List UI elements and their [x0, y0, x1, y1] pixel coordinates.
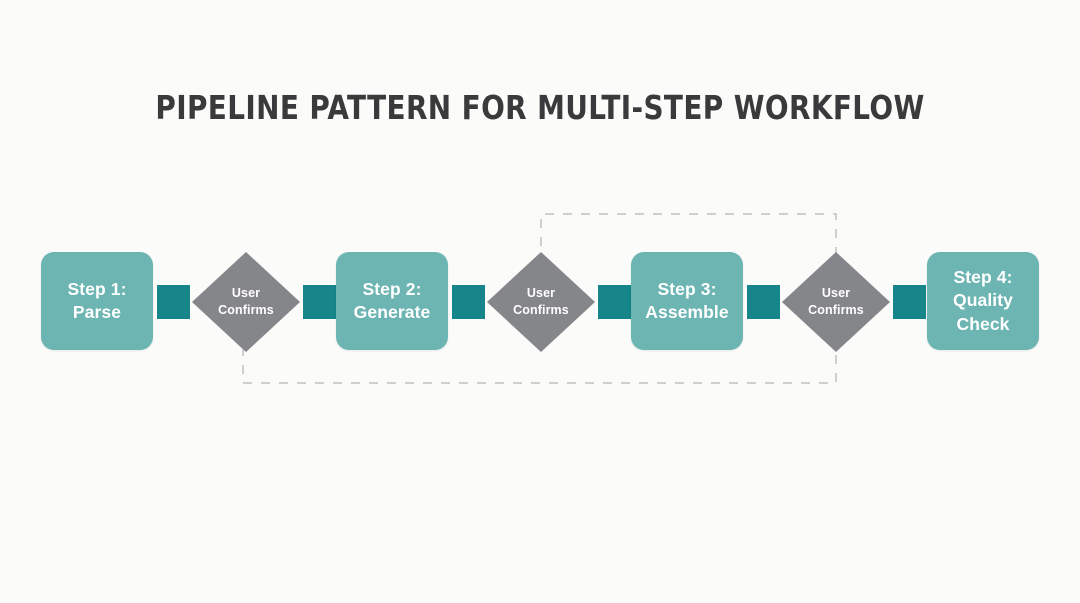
node-step-4[interactable]: Step 4: Quality Check	[927, 252, 1039, 350]
node-step-4-label: Step 4: Quality Check	[952, 267, 1014, 334]
node-step-3-label: Step 3: Assemble	[645, 278, 729, 322]
arrow-right-icon-5	[747, 285, 780, 319]
arrow-right-icon-2	[303, 285, 336, 319]
node-step-2-label: Step 2: Generate	[353, 278, 431, 322]
arrow-right-glyph	[452, 285, 485, 319]
arrow-right-icon-1	[157, 285, 190, 319]
node-confirm-2[interactable]: User Confirms	[487, 252, 595, 352]
node-step-1[interactable]: Step 1: Parse	[41, 252, 153, 350]
node-confirm-2-label: User Confirms	[513, 286, 569, 317]
node-step-1-label: Step 1: Parse	[67, 278, 127, 322]
node-confirm-3[interactable]: User Confirms	[782, 252, 890, 352]
arrow-right-glyph	[893, 285, 926, 319]
arrow-right-icon-3	[452, 285, 485, 319]
arrow-right-glyph	[303, 285, 336, 319]
arrow-right-glyph	[157, 285, 190, 319]
node-confirm-1-label: User Confirms	[218, 286, 274, 317]
node-confirm-1[interactable]: User Confirms	[192, 252, 300, 352]
page-title: PIPELINE PATTERN FOR MULTI-STEP WORKFLOW	[155, 88, 925, 127]
arrow-right-glyph	[747, 285, 780, 319]
node-step-2[interactable]: Step 2: Generate	[336, 252, 448, 350]
arrow-right-glyph	[598, 285, 631, 319]
arrow-right-icon-4	[598, 285, 631, 319]
node-step-3[interactable]: Step 3: Assemble	[631, 252, 743, 350]
node-confirm-3-label: User Confirms	[808, 286, 864, 317]
arrow-right-icon-6	[893, 285, 926, 319]
